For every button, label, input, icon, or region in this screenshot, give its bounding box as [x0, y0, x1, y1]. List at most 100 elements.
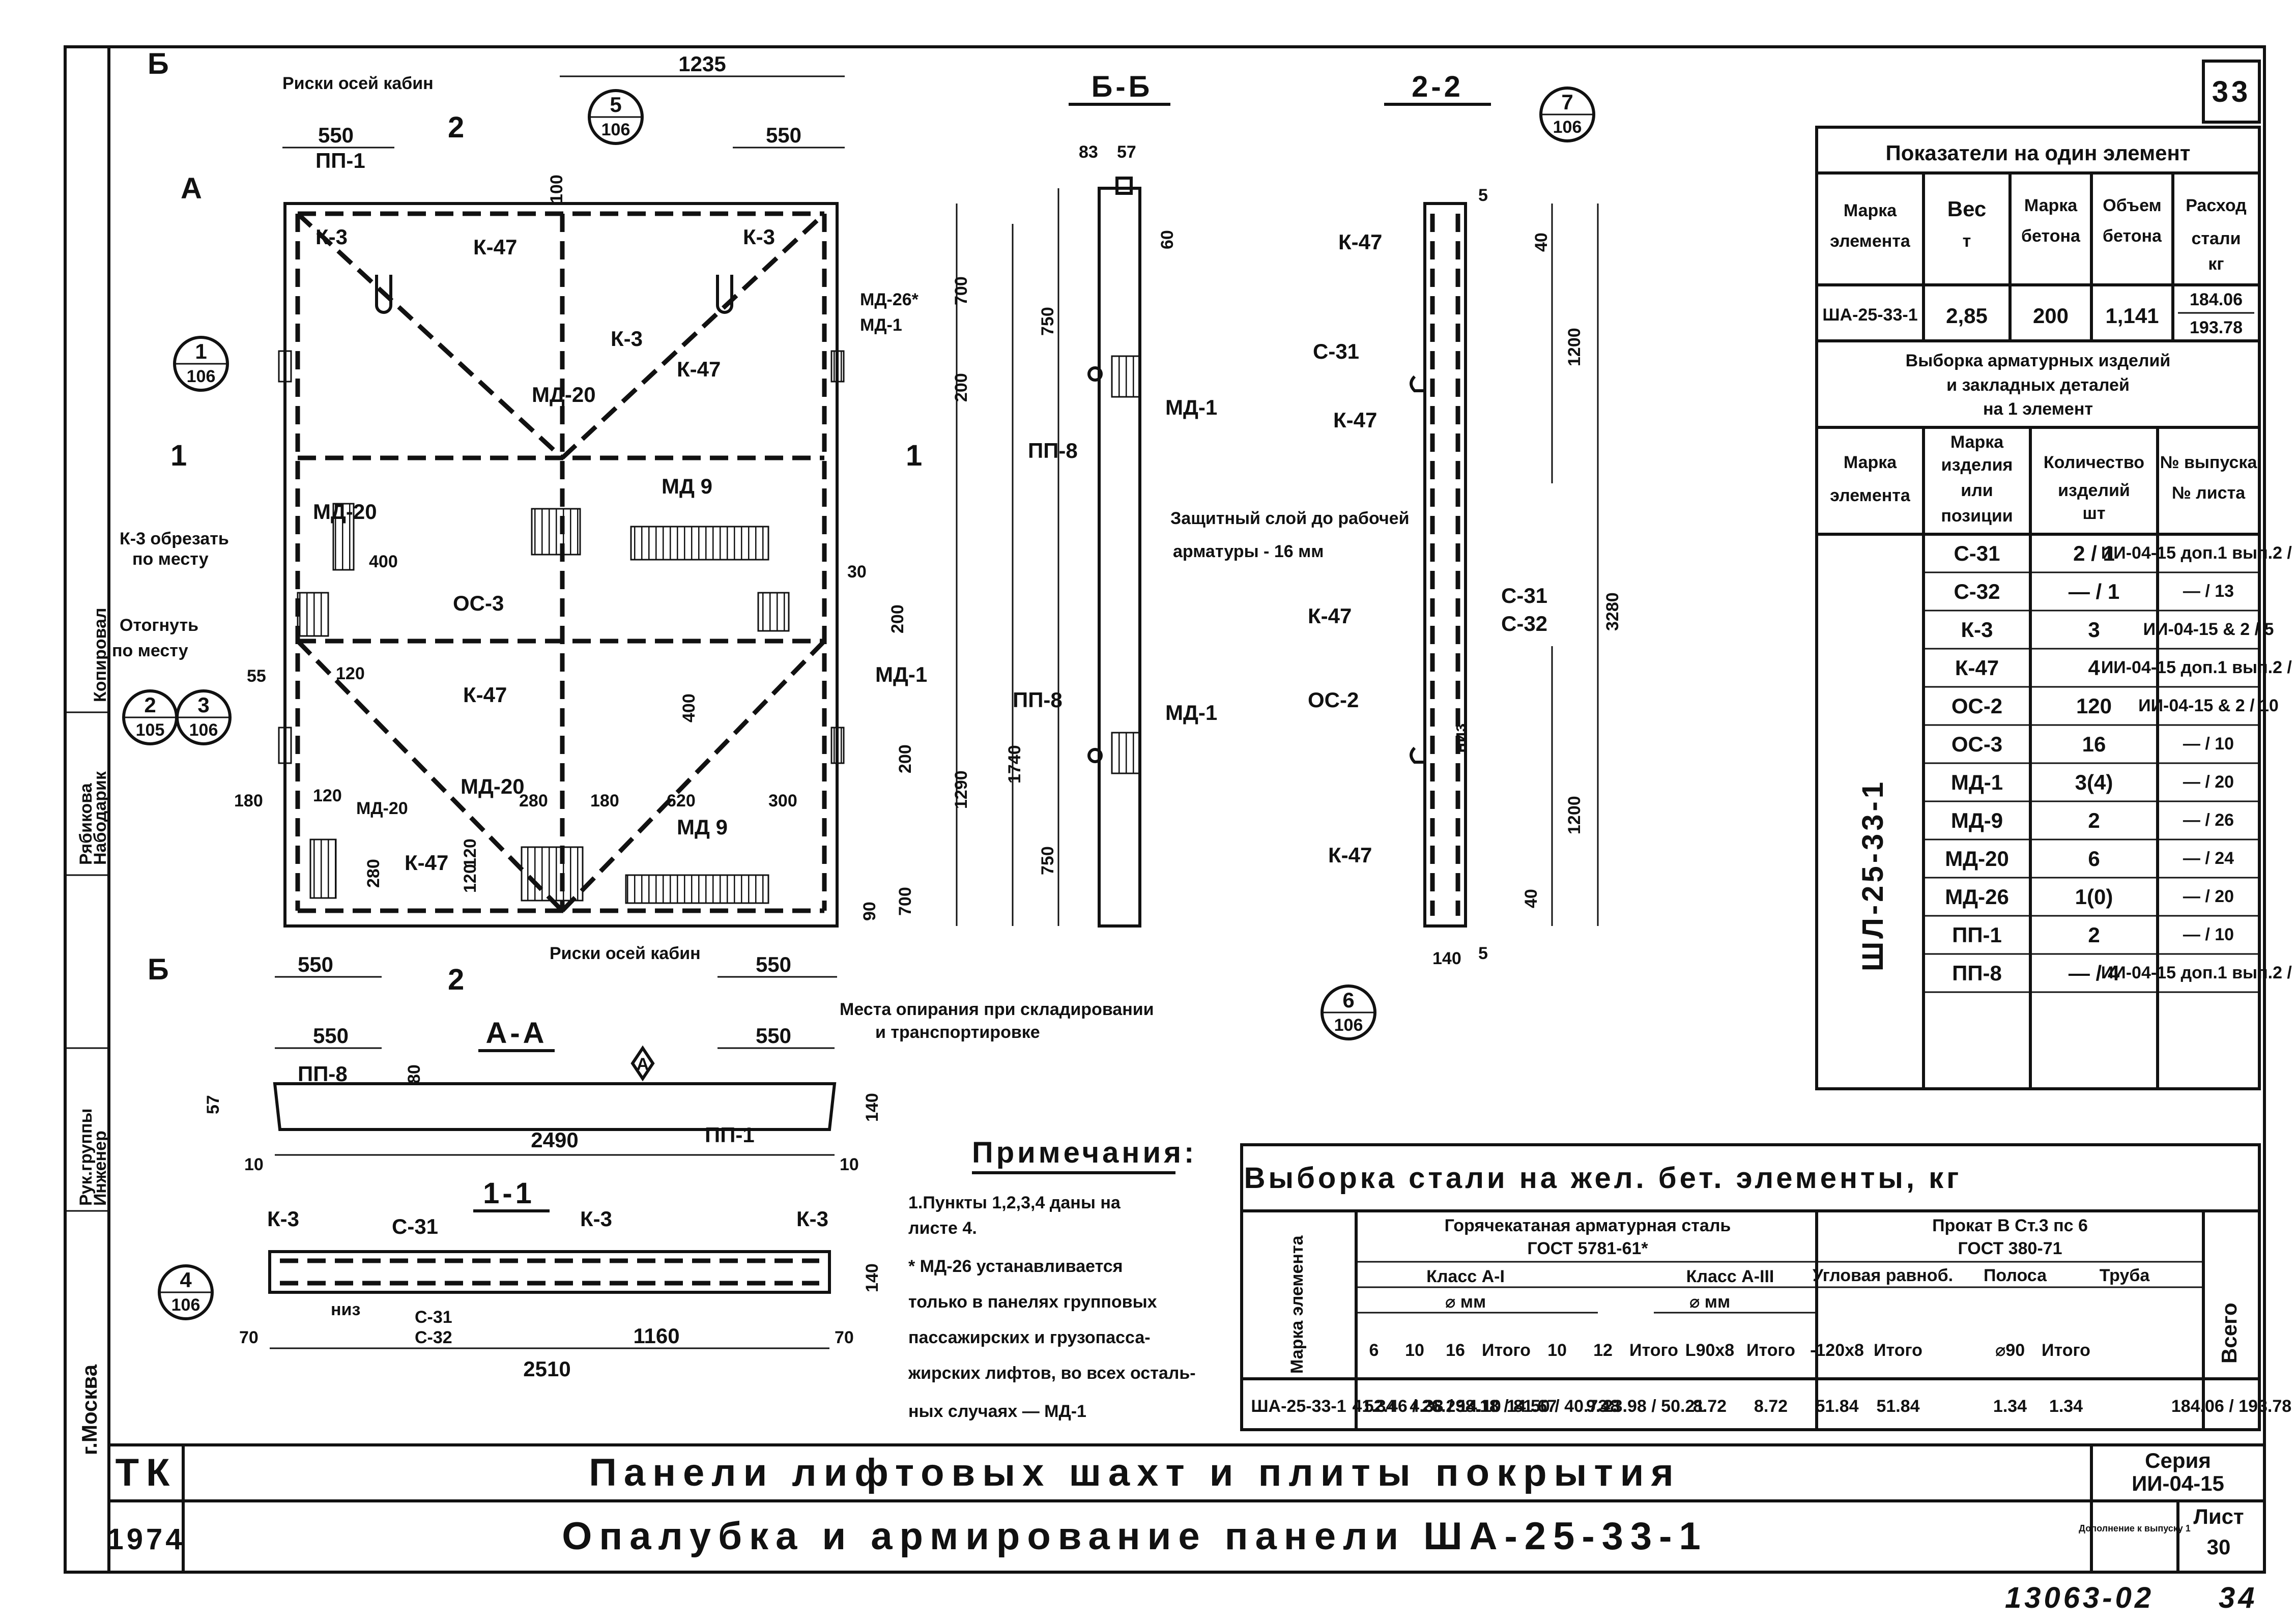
selection-ref: ИИ-04-15 & 2 / 5 [2143, 620, 2274, 639]
dim-value: 5 [1478, 944, 1488, 963]
svg-text:изделия: изделия [1941, 455, 2013, 475]
svg-text:106: 106 [1334, 1016, 1363, 1035]
steel-cell: 1.34 [1993, 1397, 2027, 1416]
selection-mark: ПП-1 [1952, 923, 2002, 947]
strip-role: Рук.группы [76, 1108, 96, 1206]
svg-text:2,85: 2,85 [1946, 304, 1988, 328]
main-view: 1235 550 550 550 550 Риски осей кабин Ри… [112, 47, 1154, 1042]
label-cabin-axes-bottom: Риски осей кабин [550, 944, 701, 963]
dim-value: 10 [244, 1155, 264, 1174]
steel-cell: 51.84 [1876, 1397, 1919, 1416]
strip-role: Рябикова [76, 783, 96, 865]
label-section-1-right: 1 [906, 439, 925, 472]
dim-right-offset: 550 [766, 123, 801, 147]
selection-ref: — / 10 [2183, 925, 2234, 944]
selection-mark: С-31 [1954, 541, 2000, 565]
svg-text:106: 106 [601, 120, 630, 139]
svg-text:Класс А-III: Класс А-III [1686, 1267, 1774, 1286]
notes-title: Примечания: [972, 1136, 1197, 1169]
sheet-number-box [2202, 60, 2261, 124]
callout-2-105: 2 105 [122, 689, 178, 745]
steel-cell: 8.72 [1754, 1397, 1788, 1416]
embedded-md9 [630, 526, 769, 561]
label: МД-1 [1165, 395, 1217, 419]
label-k3: К-3 [611, 327, 643, 351]
svg-text:Количество: Количество [2044, 453, 2144, 472]
selection-qty: 120 [2076, 694, 2112, 718]
sheet-frame [64, 45, 2266, 1574]
steel-cell: 4.38 / 14.10 [1410, 1397, 1501, 1416]
cover-note: Защитный слой до рабочей [1170, 509, 1410, 528]
svg-text:шт: шт [2083, 504, 2106, 523]
label-md20: МД-20 [313, 500, 377, 524]
steel-col-header: 16 [1446, 1341, 1465, 1360]
section-11-title: 1-1 [483, 1177, 535, 1210]
cover-note: арматуры - 16 мм [1173, 542, 1324, 561]
label-md1: МД-1 [860, 315, 902, 335]
svg-text:позиции: позиции [1941, 506, 2013, 526]
svg-text:ША-25-33-1: ША-25-33-1 [1822, 305, 1917, 325]
selection-qty: 1(0) [2075, 885, 2113, 909]
dim-value: 55 [247, 667, 266, 686]
svg-text:7: 7 [1561, 90, 1573, 114]
label-md1: МД-1 [875, 662, 927, 686]
label-section-b-bottom: Б [148, 953, 172, 986]
steel-cell: 8.72 [1693, 1397, 1727, 1416]
steel-col-header: L90x8 [1685, 1341, 1734, 1360]
label-pp1: ПП-1 [315, 149, 365, 172]
selection-qty: 16 [2082, 732, 2106, 756]
steel-group: Горячекатаная арматурная сталь [1445, 1216, 1731, 1235]
selection-ref: ИИ-04-15 & 2 / 10 [2138, 696, 2279, 715]
indicators-table: Показатели на один элемент Марка элемент… [1815, 126, 2261, 342]
svg-text:⌀ мм: ⌀ мм [1445, 1292, 1486, 1312]
svg-text:106: 106 [171, 1295, 200, 1315]
dim-right-offset-bottom: 550 [756, 952, 791, 976]
title-block: ТК 1974 Панели лифтовых шахт и плиты пок… [107, 1443, 2264, 1572]
label-md20: МД-20 [461, 774, 525, 798]
notes-line: 1.Пункты 1,2,3,4 даны на [908, 1193, 1121, 1212]
selection-mark: МД-1 [1951, 770, 2003, 794]
sheet-label: Лист [2193, 1504, 2244, 1528]
dim-value: 57 [204, 1095, 223, 1114]
section-22-title: 2-2 [1412, 70, 1463, 103]
title-main: Панели лифтовых шахт и плиты покрытия [589, 1451, 1681, 1494]
dim-value: 140 [863, 1093, 882, 1122]
svg-text:3: 3 [197, 693, 209, 717]
note-bend: Отогнуть [120, 616, 198, 635]
callout-7-106: 7 106 [1539, 86, 1595, 142]
embedded-md20 [521, 846, 584, 902]
steel-group: Прокат В Ст.3 пс 6 [1932, 1216, 2088, 1235]
svg-text:106: 106 [1553, 118, 1582, 137]
svg-text:⌀ мм: ⌀ мм [1689, 1292, 1730, 1312]
embedded-oc3 [757, 592, 790, 632]
svg-text:184.06: 184.06 [2190, 290, 2243, 309]
title-sub: Опалубка и армирование панели ША-25-33-1 [562, 1515, 1707, 1558]
dim-value: 550 [756, 1024, 791, 1048]
selection-qty: — / 1 [2069, 580, 2119, 603]
dim-left-offset-bottom: 550 [298, 952, 333, 976]
embedded-md26 [830, 350, 845, 383]
edition: Дополнение к выпуску 1 [2079, 1523, 2191, 1533]
label-md20: МД-20 [356, 799, 408, 818]
dim-value: 180 [590, 791, 619, 810]
label-section-b-top: Б [148, 47, 172, 80]
selection-element: ШЛ-25-33-1 [1856, 779, 1889, 971]
svg-text:Полоса: Полоса [1984, 1266, 2047, 1285]
label: ПП-8 [1028, 439, 1078, 462]
callout-5-106: 5 106 [588, 89, 644, 145]
dim-value: 40 [1532, 233, 1551, 252]
selection-ref: ИИ-04-15 доп.1 вып.2 / 13 [2101, 658, 2296, 677]
note-cut: по месту [132, 549, 209, 569]
svg-text:элемента: элемента [1830, 486, 1911, 505]
svg-text:бетона: бетона [2103, 226, 2162, 246]
svg-text:Марка: Марка [1844, 201, 1897, 220]
strip-role: Набодарик [91, 771, 110, 865]
selection-qty: 2 [2088, 923, 2100, 947]
label-k47: К-47 [473, 235, 517, 259]
selection-qty: 6 [2088, 847, 2100, 871]
steel-cell: 9.48 [1586, 1397, 1620, 1416]
dim-value: 5 [1478, 186, 1488, 205]
steel-cell: 1.34 [2049, 1397, 2083, 1416]
notes-line: ных случаях — МД-1 [908, 1402, 1086, 1421]
